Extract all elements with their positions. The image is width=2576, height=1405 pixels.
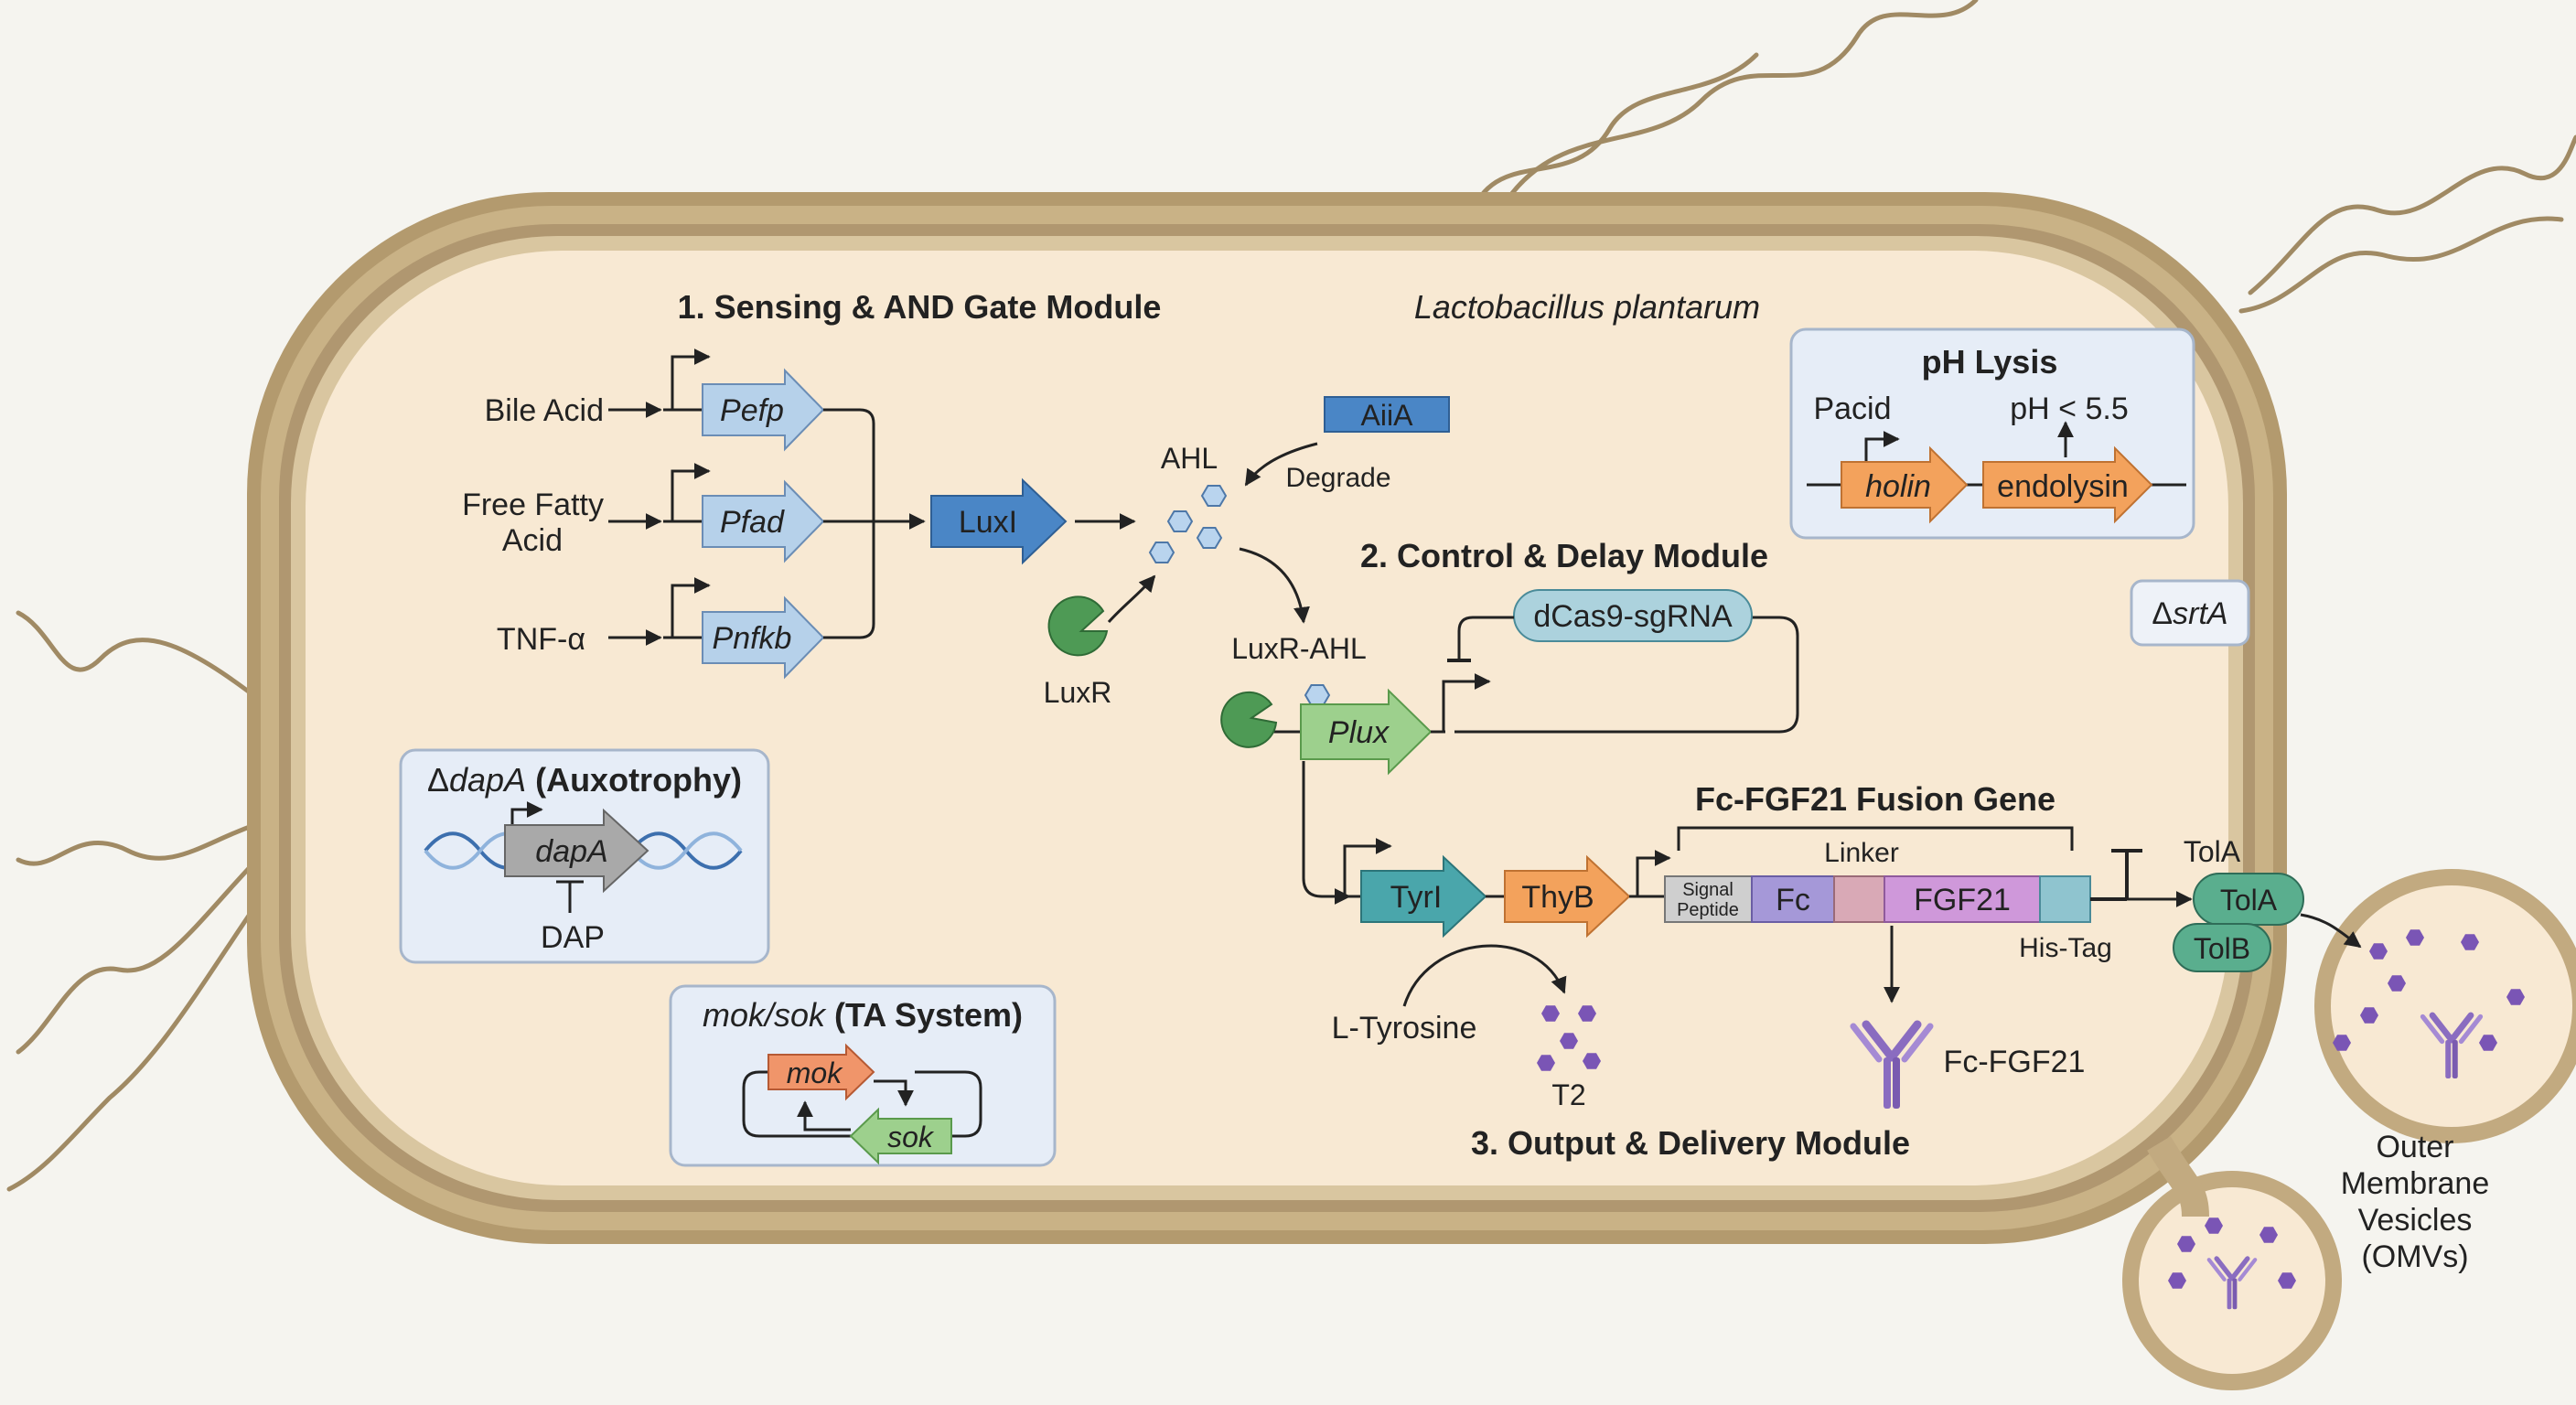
promoter-arrow-icon: [671, 349, 711, 410]
svg-text:endolysin: endolysin: [1997, 469, 2129, 504]
luxr-bound-icon: [1220, 691, 1278, 748]
luxi-gene: LuxI: [930, 477, 1068, 565]
svg-text:Outer: Outer: [2376, 1130, 2453, 1164]
control-module-title: 2. Control & Delay Module: [1360, 537, 1768, 574]
svg-text:Peptide: Peptide: [1677, 900, 1739, 920]
svg-text:ΔdapA (Auxotrophy): ΔdapA (Auxotrophy): [427, 761, 742, 799]
sensing-module-title: 1. Sensing & AND Gate Module: [678, 288, 1162, 326]
luxr-pacman-icon: [1047, 595, 1109, 657]
ph-lysis-box: pH Lysis Pacid pH < 5.5 holin endolysin: [1789, 327, 2195, 540]
dcas9-sgrna: dCas9-sgRNA: [1513, 589, 1753, 642]
svg-text:TolA: TolA: [2220, 884, 2278, 917]
promoter-plux: Plux: [1300, 688, 1433, 776]
thyb-gene: ThyB: [1504, 854, 1631, 938]
luxr-ahl-label: LuxR-AHL: [1231, 632, 1367, 665]
ffa-label-line1: Free Fatty: [462, 488, 604, 522]
his-tag-domain: [2039, 875, 2091, 923]
promoter-arrow-icon: [671, 463, 711, 521]
svg-text:Membrane: Membrane: [2341, 1166, 2490, 1201]
delta-srta-box: ΔsrtA: [2130, 579, 2250, 647]
svg-text:pH Lysis: pH Lysis: [1922, 343, 2058, 381]
promoter-arrow-icon: [1442, 673, 1491, 732]
promoter-pnfkb: Pnfkb: [663, 577, 825, 680]
svg-text:sok: sok: [887, 1121, 935, 1153]
omv-label: Outer Membrane Vesicles (OMVs): [2341, 1130, 2490, 1274]
svg-text:DAP: DAP: [541, 920, 605, 955]
his-tag-label: His-Tag: [2019, 933, 2112, 963]
t2-label: T2: [1551, 1078, 1585, 1111]
dapa-auxotrophy-box: ΔdapA (Auxotrophy) dapA DAP: [399, 748, 770, 964]
svg-text:holin: holin: [1865, 469, 1931, 504]
svg-text:Signal: Signal: [1682, 880, 1733, 900]
tnf-label: TNF-α: [497, 622, 585, 657]
svg-text:mok/sok (TA System): mok/sok (TA System): [703, 996, 1023, 1034]
luxr-label: LuxR: [1044, 676, 1112, 709]
promoter-arrow-icon: [1636, 850, 1671, 896]
promoter-pfad: Pfad: [663, 463, 825, 563]
promoter-pefp: Pefp: [663, 349, 825, 452]
svg-text:mok: mok: [787, 1056, 843, 1089]
svg-text:TyrI: TyrI: [1390, 880, 1443, 915]
fusion-gene-construct: Signal Peptide Fc FGF21: [1664, 875, 2091, 923]
promoter-arrow-icon: [671, 577, 711, 638]
tyrl-gene: TyrI: [1360, 854, 1487, 938]
svg-text:ThyB: ThyB: [1521, 880, 1594, 915]
ffa-label-line2: Acid: [502, 523, 563, 558]
linker-domain: [1833, 875, 1885, 923]
organism-label: Lactobacillus plantarum: [1414, 288, 1760, 326]
svg-text:Plux: Plux: [1328, 715, 1390, 750]
svg-text:Pefp: Pefp: [720, 393, 784, 428]
svg-text:Pnfkb: Pnfkb: [713, 621, 792, 656]
cell-membrane: [247, 192, 2287, 1244]
fgf21-domain: [1884, 875, 2041, 923]
svg-text:Pfad: Pfad: [720, 505, 785, 540]
fusion-gene-title: Fc-FGF21 Fusion Gene: [1695, 780, 2055, 818]
svg-text:LuxI: LuxI: [959, 505, 1017, 540]
svg-text:pH < 5.5: pH < 5.5: [2010, 391, 2128, 426]
svg-text:(OMVs): (OMVs): [2361, 1239, 2468, 1274]
mok-sok-ta-box: mok/sok (TA System) mok sok: [669, 984, 1057, 1167]
ahl-label: AHL: [1161, 442, 1218, 475]
l-tyrosine-label: L-Tyrosine: [1332, 1011, 1477, 1046]
degrade-label: Degrade: [1285, 463, 1390, 493]
svg-text:AiiA: AiiA: [1361, 399, 1414, 432]
fc-fgf21-label: Fc-FGF21: [1944, 1045, 2086, 1079]
linker-label: Linker: [1824, 838, 1899, 868]
svg-text:ΔsrtA: ΔsrtA: [2152, 596, 2227, 631]
flagella: [6, 0, 2576, 1192]
svg-text:Vesicles: Vesicles: [2358, 1203, 2473, 1238]
svg-text:Fc: Fc: [1776, 883, 1810, 917]
tola-protein: TolA: [2193, 873, 2304, 926]
svg-text:TolB: TolB: [2194, 932, 2250, 965]
tolb-protein: TolB: [2173, 923, 2271, 972]
tola-top-label: TolA: [2184, 835, 2241, 868]
terminator-icon: [2090, 849, 2142, 901]
signal-peptide: [1664, 875, 1753, 923]
output-module-title: 3. Output & Delivery Module: [1471, 1124, 1910, 1162]
svg-text:dapA: dapA: [535, 834, 607, 869]
svg-text:dCas9-sgRNA: dCas9-sgRNA: [1533, 599, 1733, 634]
outer-membrane-vesicles: [2122, 869, 2576, 1390]
svg-text:FGF21: FGF21: [1914, 883, 2011, 917]
aiia-gene: AiiA: [1324, 396, 1450, 433]
svg-text:Pacid: Pacid: [1813, 391, 1891, 426]
bile-acid-label: Bile Acid: [485, 393, 604, 428]
